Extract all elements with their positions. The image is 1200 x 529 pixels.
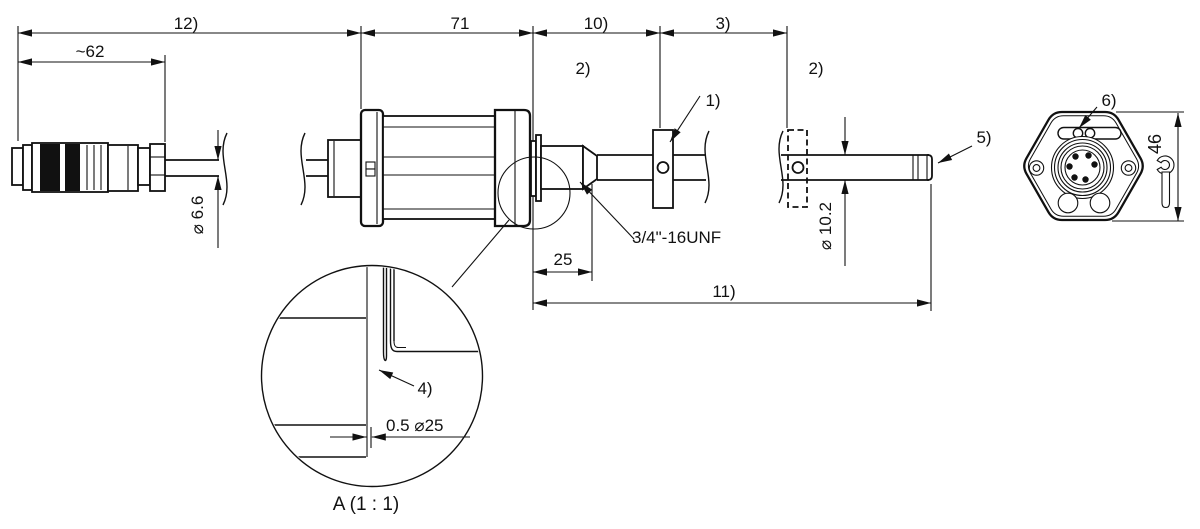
dim-label-groove: 0.5 ⌀25 xyxy=(386,416,444,435)
dim-cable-diameter: ⌀ 6.6 xyxy=(188,130,222,248)
thread-spec-callout: 3/4"-16UNF xyxy=(579,181,721,247)
sensor-body xyxy=(327,108,532,228)
dim-label-rod-diameter: ⌀ 10.2 xyxy=(816,202,835,250)
top-dimension-chain: 12) 71 10) 3) ~62 xyxy=(18,14,787,66)
break-symbol xyxy=(704,130,710,204)
rod-tip xyxy=(912,154,933,181)
callout-label-6: 6) xyxy=(1101,91,1116,110)
dim-rod-diameter: ⌀ 10.2 xyxy=(816,117,849,266)
connector-pin xyxy=(1085,152,1092,159)
cable xyxy=(165,132,328,206)
flange-view: 6) 46 xyxy=(1023,91,1182,222)
flange-hexagon-inner xyxy=(1027,115,1140,217)
dim-label-connector-length: ~62 xyxy=(76,42,105,61)
connector-pin xyxy=(1072,153,1079,160)
callout-rod-end: 5) xyxy=(937,128,992,164)
callout-groove: 4) xyxy=(378,369,433,398)
dim-label-housing: 71 xyxy=(451,14,470,33)
plug-black-band xyxy=(65,144,80,191)
connector-face xyxy=(1050,135,1115,200)
plug-nut xyxy=(149,143,166,192)
dim-thread-length: 25 xyxy=(533,250,592,276)
callout-status-leds: 6) xyxy=(1078,91,1117,129)
groove-profile xyxy=(382,351,388,362)
dim-label-cable-diameter: ⌀ 6.6 xyxy=(188,196,207,235)
detail-view: 0.5 ⌀25 4) A (1 : 1) xyxy=(260,264,484,515)
break-symbol xyxy=(778,130,784,204)
callout-label-4: 4) xyxy=(417,379,432,398)
body-right-cap xyxy=(493,108,532,228)
callout-label-1: 1) xyxy=(705,91,720,110)
break-symbol xyxy=(222,132,228,206)
detail-title: A (1 : 1) xyxy=(333,494,400,515)
mounting-hole-left xyxy=(1028,160,1045,176)
break-symbol xyxy=(300,132,306,206)
position-magnet-alt xyxy=(787,129,808,208)
dim-label-segment-10: 10) xyxy=(584,14,609,33)
detail-marker xyxy=(451,156,571,288)
sensor-rod xyxy=(597,130,933,204)
wrench-icon xyxy=(1156,155,1175,209)
connector-pin xyxy=(1066,163,1073,170)
extension-lines xyxy=(17,26,1184,311)
dim-label-wrench-size: 46 xyxy=(1145,134,1165,154)
callout-label-5: 5) xyxy=(976,128,991,147)
seal-washer xyxy=(530,134,542,202)
body-notch xyxy=(365,168,376,177)
body-cylinder xyxy=(382,115,496,220)
bottom-hole xyxy=(1089,192,1111,214)
connector-pin xyxy=(1091,161,1098,168)
dim-rod-length: 11) xyxy=(533,282,931,307)
dim-label-rod-length: 11) xyxy=(712,282,735,301)
dim-groove: 0.5 ⌀25 xyxy=(330,416,470,448)
connector-pin xyxy=(1071,174,1078,181)
bottom-hole xyxy=(1057,192,1079,214)
position-magnet xyxy=(652,129,674,209)
plug-black-band xyxy=(40,144,60,191)
dim-label-segment-3: 3) xyxy=(715,14,730,33)
callout-position-magnet: 1) xyxy=(669,91,721,143)
connector-stub xyxy=(327,139,362,198)
thread-spec-label: 3/4"-16UNF xyxy=(632,228,721,247)
callout-label-2-right: 2) xyxy=(808,59,823,78)
dim-label-overall: 12) xyxy=(174,14,199,33)
body-notch xyxy=(365,161,376,170)
mounting-thread xyxy=(540,144,598,191)
dim-wrench-size: 46 xyxy=(1145,113,1182,221)
dim-label-thread-length: 25 xyxy=(554,250,573,269)
cable-plug xyxy=(11,142,166,193)
callout-label-2-left: 2) xyxy=(575,59,590,78)
mounting-hole-right xyxy=(1120,160,1137,176)
connector-pin xyxy=(1082,176,1089,183)
